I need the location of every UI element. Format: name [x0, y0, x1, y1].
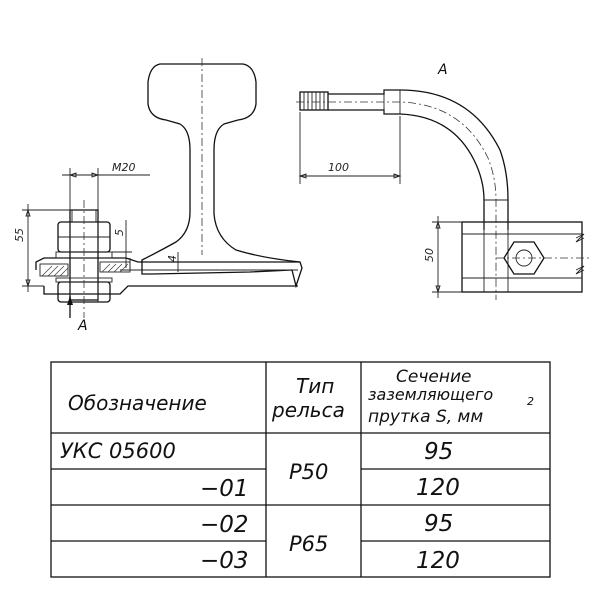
rod-thread — [299, 91, 329, 111]
rail-type-p65: Р65 — [289, 532, 328, 556]
rail-type-p50: Р50 — [289, 460, 328, 484]
rubber-pad — [39, 261, 131, 277]
header-section-sup: 2 — [527, 395, 534, 408]
spec-table: Обозначение Тип рельса Сечение заземляющ… — [50, 361, 551, 578]
header-rail-type-1: Тип — [296, 374, 334, 398]
bolt-assembly — [55, 200, 113, 318]
dim-4-label: 4 — [166, 255, 179, 262]
rod-view-a: A 100 — [296, 62, 590, 300]
clamp-base — [43, 285, 298, 295]
header-section-3: прутка S, мм — [368, 407, 483, 427]
rail-profile — [141, 63, 303, 289]
dim-100: 100 — [298, 112, 402, 184]
header-section-1: Сечение — [396, 367, 471, 387]
header-rail-type-2: рельса — [271, 398, 345, 422]
row-4-section: 120 — [416, 548, 460, 574]
dim-100-label: 100 — [328, 161, 349, 174]
header-designation: Обозначение — [68, 391, 207, 415]
dim-55: 55 — [13, 204, 72, 292]
row-4-designation: −03 — [200, 548, 249, 574]
row-2-designation: −01 — [200, 476, 249, 502]
row-3-section: 95 — [424, 511, 453, 537]
dim-50-label: 50 — [423, 248, 436, 262]
dim-5-label: 5 — [113, 229, 126, 236]
view-arrow-a: A — [67, 296, 88, 334]
rail-section-view: M20 55 5 4 A — [13, 58, 303, 334]
dim-5: 5 — [112, 220, 132, 268]
view-a-title: A — [437, 62, 448, 78]
view-arrow-label: A — [77, 318, 88, 334]
dim-55-label: 55 — [13, 228, 26, 242]
row-1-section: 95 — [424, 439, 453, 465]
row-3-designation: −02 — [200, 512, 249, 538]
rod-body — [328, 89, 509, 230]
dim-4: 4 — [166, 252, 179, 272]
dim-50: 50 — [423, 216, 462, 298]
row-2-section: 120 — [416, 475, 460, 501]
rod-clamp — [461, 221, 590, 293]
header-section-2: заземляющего — [368, 385, 493, 404]
dim-m20: M20 — [62, 161, 150, 210]
dim-m20-label: M20 — [112, 161, 136, 174]
row-1-designation: УКС 05600 — [60, 439, 176, 463]
